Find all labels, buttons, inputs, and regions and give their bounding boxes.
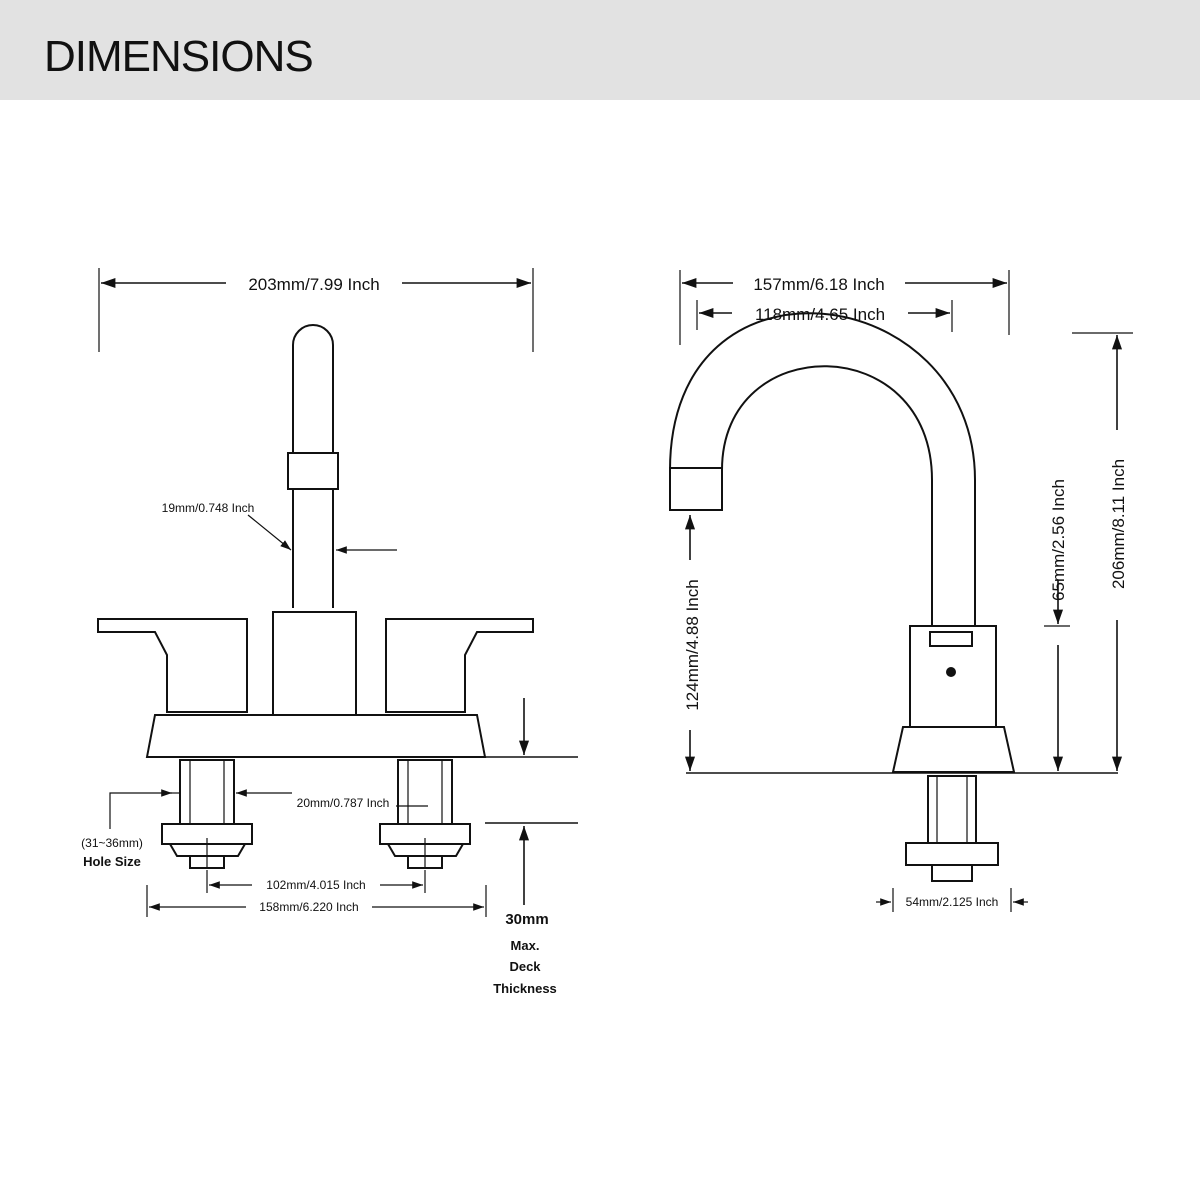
front-spout-collar bbox=[287, 452, 339, 490]
deck-thickness-value: 30mm bbox=[505, 911, 548, 928]
overall-height-label: 206mm/8.11 Inch bbox=[1109, 459, 1128, 589]
spout-reach-label: 118mm/4.65 Inch bbox=[755, 305, 885, 324]
hole-size-label: Hole Size bbox=[83, 854, 141, 869]
spout-diameter-label: 19mm/0.748 Inch bbox=[162, 501, 255, 515]
side-gooseneck-spout bbox=[668, 312, 976, 629]
hole-size-value: (31~36mm) bbox=[81, 836, 143, 850]
page-title: DIMENSIONS bbox=[44, 32, 314, 81]
front-base-plate bbox=[145, 714, 487, 758]
front-center-body bbox=[272, 611, 357, 717]
side-overall-depth-label: 157mm/6.18 Inch bbox=[753, 275, 884, 294]
side-view-dimensions: 157mm/6.18 Inch 118mm/4.65 Inch 124mm/4.… bbox=[679, 270, 1133, 912]
front-view-dimensions: 203mm/7.99 Inch 19mm/0.748 Inch 20mm/0.7… bbox=[81, 268, 578, 996]
deck-thickness-line3: Thickness bbox=[493, 981, 557, 996]
deck-thickness-line1: Max. bbox=[511, 938, 540, 953]
left-shank bbox=[179, 759, 235, 825]
side-shank bbox=[927, 775, 977, 844]
base-width-label: 158mm/6.220 Inch bbox=[259, 900, 358, 914]
right-handle bbox=[385, 618, 534, 713]
header-bar: DIMENSIONS bbox=[0, 0, 1200, 100]
left-handle bbox=[97, 618, 248, 713]
front-view-drawing bbox=[97, 324, 578, 869]
body-height-label: 65mm/2.56 Inch bbox=[1049, 479, 1068, 601]
side-base bbox=[891, 726, 1016, 773]
deck-thickness-line2: Deck bbox=[509, 959, 541, 974]
aerator-hole bbox=[946, 667, 956, 677]
side-spout-tip bbox=[669, 467, 723, 511]
side-mount-nut bbox=[905, 842, 999, 866]
center-spacing-label: 102mm/4.015 Inch bbox=[266, 878, 365, 892]
side-view-drawing bbox=[668, 312, 1118, 882]
front-overall-width-label: 203mm/7.99 Inch bbox=[248, 275, 379, 294]
shank-width-label: 54mm/2.125 Inch bbox=[906, 895, 999, 909]
spout-height-label: 124mm/4.88 Inch bbox=[683, 579, 702, 710]
right-shank bbox=[397, 759, 453, 825]
shank-diameter-label: 20mm/0.787 Inch bbox=[297, 796, 390, 810]
